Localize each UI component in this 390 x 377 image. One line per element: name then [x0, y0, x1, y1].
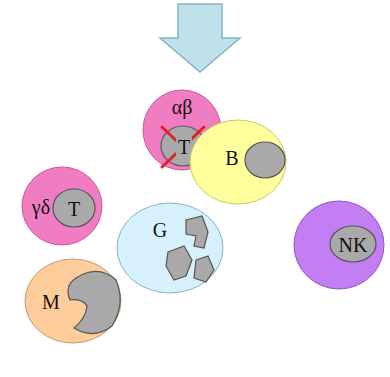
cell-circle: γδ T	[21, 166, 103, 246]
cell-label: M	[42, 292, 60, 312]
nucleus	[245, 142, 285, 178]
cell-circle: G	[116, 202, 224, 294]
cell-label: T	[68, 199, 80, 219]
cell-circle: NK	[293, 200, 385, 290]
nucleus	[330, 226, 376, 262]
cell-outline	[24, 258, 122, 344]
cell-label: αβ	[172, 97, 193, 117]
nucleus	[68, 271, 120, 333]
cell-outline	[116, 202, 224, 294]
cell-body	[22, 167, 102, 245]
cell-label: G	[153, 220, 167, 240]
cell-body	[190, 120, 286, 204]
cell-label: B	[225, 148, 238, 168]
cell-body	[294, 201, 384, 289]
cell-label: NK	[339, 235, 368, 255]
nucleus	[53, 189, 95, 227]
cell-label: T	[176, 137, 192, 157]
cell-body	[117, 203, 223, 293]
down-arrow	[160, 4, 240, 72]
cell-body	[25, 259, 121, 343]
cell-circle: B	[189, 119, 287, 205]
nucleus	[186, 216, 208, 248]
nucleus	[194, 256, 214, 282]
cell-circle: M	[24, 258, 122, 344]
nucleus	[166, 246, 192, 280]
cell-label: γδ	[32, 197, 50, 217]
